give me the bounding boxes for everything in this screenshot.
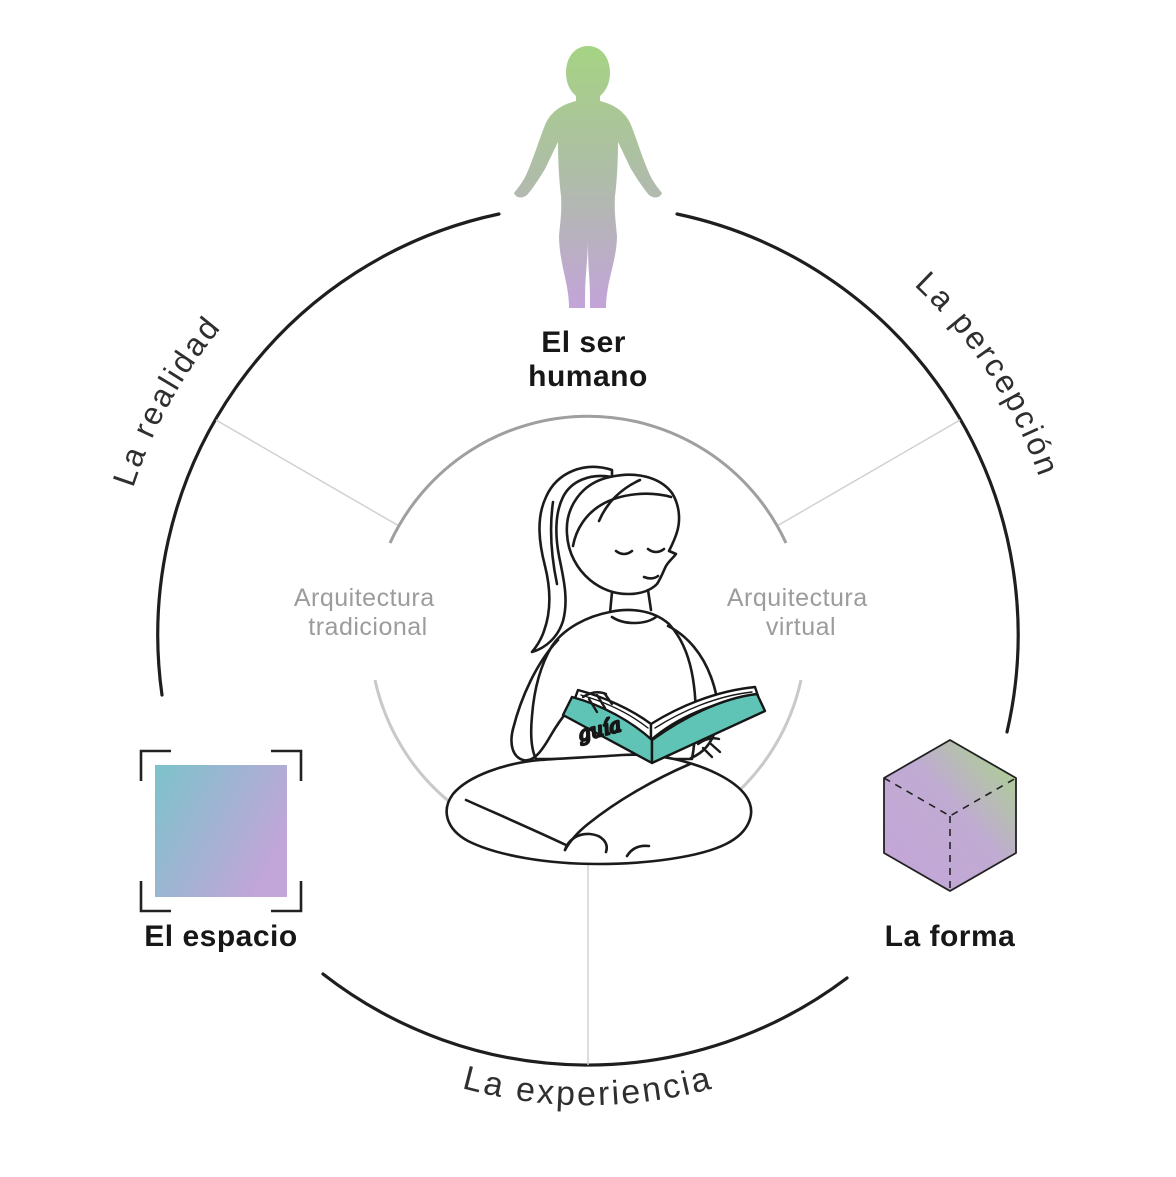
human-label-line1: El ser: [541, 326, 626, 359]
ring-label-la-percepcion-text: La percepción: [909, 264, 1065, 481]
space-square: [155, 765, 287, 897]
bracket-bottom-left: [139, 881, 171, 913]
inner-label-arquitectura-virtual: Arquitectura virtual: [727, 584, 875, 641]
book-page-lines: [580, 691, 753, 729]
ring-label-la-experiencia-text: La experiencia: [459, 1059, 714, 1113]
person-hair-part: [597, 478, 642, 523]
person-ponytail-strand: [549, 500, 559, 586]
inner-label-left-line2: tradicional: [308, 613, 427, 641]
outer-ring-arc-left: [156, 212, 501, 697]
ring-label-la-experiencia: La experiencia: [459, 1059, 716, 1113]
ring-label-la-realidad: La realidad: [106, 308, 228, 490]
person-right-hand: [696, 737, 722, 759]
person-left-hand: [581, 691, 614, 714]
spoke-upper-left: [215, 419, 400, 527]
space-square-icon: [139, 749, 303, 913]
reading-person-illustration: [445, 465, 753, 866]
inner-label-left-line1: Arquitectura: [294, 584, 435, 612]
inner-label-right-line2: virtual: [766, 613, 836, 641]
spoke-upper-right: [776, 419, 961, 527]
space-node-label: El espacio: [144, 920, 297, 953]
person-left-shin: [464, 798, 568, 847]
bracket-top-right: [271, 749, 303, 781]
person-legs: [445, 753, 753, 866]
person-eye-left: [614, 549, 634, 556]
human-figure-icon: [514, 46, 662, 308]
person-head: [565, 473, 681, 596]
person-neck-lines: [608, 588, 653, 615]
space-corner-brackets: [139, 749, 303, 913]
outer-ring-arc-bottom: [321, 972, 849, 1067]
bracket-bottom-right: [271, 881, 303, 913]
person-ankle-fold: [625, 844, 651, 858]
form-node-label: La forma: [885, 920, 1016, 953]
person-eye-right: [646, 547, 666, 554]
outer-ring: [156, 212, 1020, 1067]
book-cover-left: [561, 695, 654, 765]
person-mouth: [642, 574, 660, 580]
person-hair-line: [571, 492, 673, 548]
human-silhouette: [514, 46, 662, 308]
inner-label-right-line1: Arquitectura: [727, 584, 868, 612]
human-node-label: El ser humano: [528, 326, 648, 393]
bracket-top-left: [139, 749, 171, 781]
outer-ring-arc-right: [675, 212, 1020, 734]
ring-label-la-realidad-text: La realidad: [106, 308, 226, 490]
human-label-line2: humano: [528, 360, 648, 393]
cube-hidden-edges: [883, 777, 1017, 891]
book-cover-right: [650, 692, 767, 765]
inner-label-arquitectura-tradicional: Arquitectura tradicional: [294, 584, 442, 641]
inner-ring-arc-top: [388, 414, 788, 544]
person-hands: [581, 691, 722, 759]
ring-label-la-percepcion: La percepción: [909, 264, 1067, 481]
cube-icon: [883, 739, 1017, 892]
book-icon: guía: [561, 685, 767, 765]
person-left-arm: [510, 638, 585, 762]
spokes: [215, 419, 961, 1065]
person-foot: [563, 832, 608, 854]
person-collar: [610, 615, 658, 625]
